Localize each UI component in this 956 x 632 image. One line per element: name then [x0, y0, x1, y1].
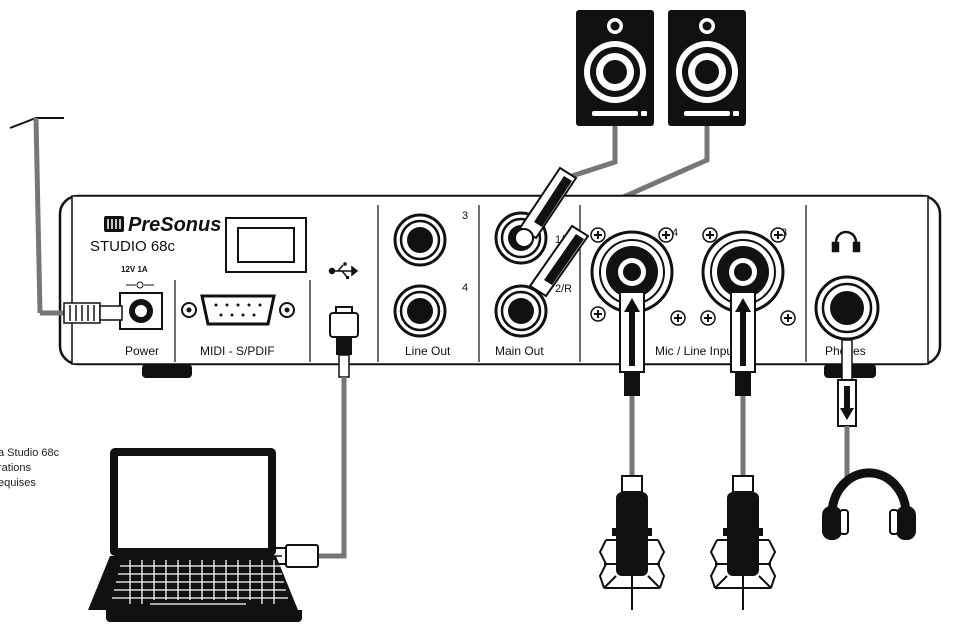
- main-out-plug-right: [528, 224, 590, 298]
- line-out-label: Line Out: [405, 344, 451, 358]
- power-adapter-icon: [9, 117, 123, 324]
- speaker-right-icon: [668, 10, 746, 126]
- midi-spdif-port[interactable]: [181, 294, 295, 326]
- input-4-number: 4: [672, 227, 678, 239]
- left-foot: [142, 364, 192, 378]
- main-out-label: Main Out: [495, 344, 544, 358]
- mic-cable-right: [730, 291, 756, 476]
- caption-line-1: a Studio 68c: [0, 447, 60, 459]
- presonus-logo: [104, 216, 124, 232]
- brand-name: PreSonus: [128, 214, 221, 236]
- mic-cable-left: [619, 291, 645, 476]
- caption-line-2: rations: [0, 462, 32, 474]
- headphones-icon: [831, 230, 861, 253]
- laptop-icon: [88, 448, 302, 622]
- line-out-3-number: 3: [462, 210, 468, 222]
- power-jack[interactable]: [119, 292, 163, 330]
- line-out-4-number: 4: [462, 282, 468, 294]
- phones-jack[interactable]: [814, 275, 880, 341]
- main-out-plug-left: [514, 166, 578, 248]
- power-label: Power: [125, 344, 159, 358]
- speaker-left-icon: [576, 10, 654, 126]
- mic-line-inputs-label: Mic / Line Inputs: [655, 344, 742, 358]
- caption-line-3: equises: [0, 477, 36, 489]
- mic-line-input-4[interactable]: [590, 227, 686, 326]
- input-3-number: 3: [781, 227, 787, 239]
- usb-icon: [328, 262, 359, 279]
- power-polarity-icon: [126, 281, 154, 289]
- headphone-cable: [837, 339, 857, 478]
- model-name: STUDIO 68c: [90, 238, 176, 255]
- headphones-device-icon: [822, 468, 916, 540]
- main-out-jack-right[interactable]: [494, 284, 548, 338]
- microphone-right-icon: [709, 475, 777, 610]
- power-switch[interactable]: [225, 217, 307, 273]
- midi-spdif-label: MIDI - S/PDIF: [200, 344, 275, 358]
- power-rating-label: 12V 1A: [121, 265, 148, 274]
- microphone-left-icon: [598, 475, 666, 610]
- caption: a Studio 68c rations equises: [0, 446, 138, 491]
- line-out-jack-4[interactable]: [393, 284, 447, 338]
- audio-interface: PreSonus STUDIO 68c 12V 1A Power: [58, 194, 942, 378]
- line-out-jack-3[interactable]: [393, 213, 447, 267]
- main-out-right-number: 2/R: [555, 283, 572, 295]
